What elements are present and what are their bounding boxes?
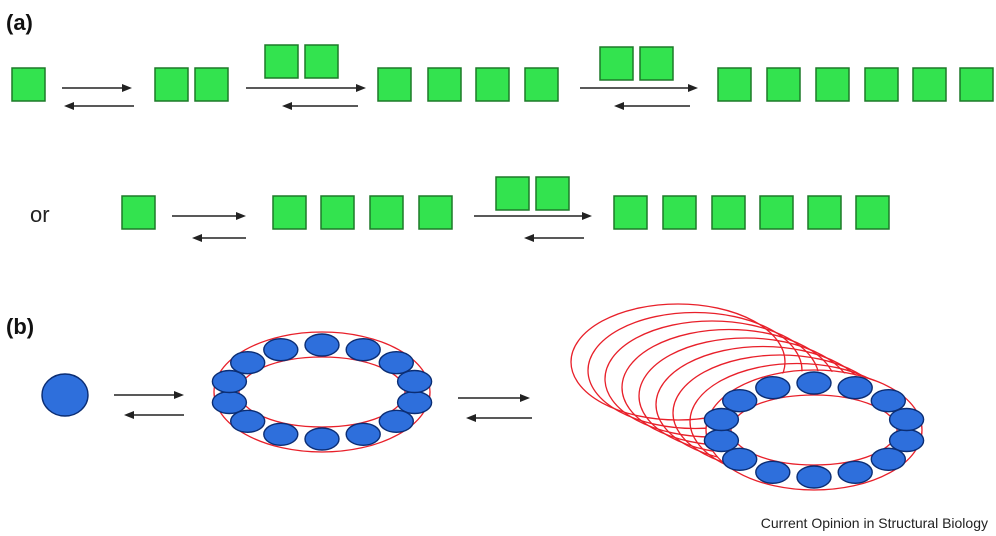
ring-bead bbox=[796, 465, 832, 489]
ring-bead bbox=[229, 351, 266, 375]
added-dimer-square bbox=[599, 46, 634, 81]
monomer-square bbox=[121, 195, 156, 230]
ring-bead bbox=[345, 338, 381, 362]
ring-bead bbox=[211, 390, 248, 415]
ring-bead bbox=[722, 389, 758, 413]
panel-a-label: (a) bbox=[6, 10, 33, 35]
tetramer-square bbox=[377, 67, 412, 102]
ring-bead bbox=[755, 460, 791, 484]
ring-bead bbox=[345, 422, 381, 446]
hexamer-square bbox=[613, 195, 648, 230]
hexamer-square bbox=[864, 67, 899, 102]
ring-bead bbox=[888, 428, 925, 453]
equilibrium-arrows bbox=[61, 83, 135, 111]
ring-bead bbox=[263, 422, 299, 446]
hexamer-square bbox=[815, 67, 850, 102]
hexamer-square bbox=[807, 195, 842, 230]
ring-bead bbox=[703, 407, 740, 432]
row-1 bbox=[11, 44, 994, 111]
hexamer-square bbox=[759, 195, 794, 230]
ring-bead bbox=[870, 389, 906, 413]
tetramer-square bbox=[418, 195, 453, 230]
ring-bead bbox=[703, 428, 740, 453]
equilibrium-arrows bbox=[172, 212, 246, 242]
tetramer-square bbox=[524, 67, 559, 102]
single-subunit bbox=[41, 373, 89, 417]
ring-bead bbox=[870, 447, 906, 471]
stacked-ring-outline bbox=[570, 303, 786, 421]
ring-bead bbox=[263, 338, 299, 362]
tetramer-square bbox=[272, 195, 307, 230]
panel-b-label: (b) bbox=[6, 314, 34, 339]
added-dimer-square bbox=[495, 176, 530, 211]
dimer-square bbox=[194, 67, 229, 102]
hexamer-square bbox=[711, 195, 746, 230]
added-dimer-square bbox=[304, 44, 339, 79]
ring-bead bbox=[722, 447, 758, 471]
stacked-rings bbox=[570, 303, 925, 491]
tetramer-square bbox=[369, 195, 404, 230]
ring-outline bbox=[213, 331, 431, 453]
hexamer-square bbox=[855, 195, 890, 230]
ring-inner-outline bbox=[238, 356, 406, 428]
equilibrium-arrows bbox=[246, 84, 366, 110]
ring-bead bbox=[378, 351, 414, 375]
hexamer-square bbox=[912, 67, 947, 102]
added-dimer-square bbox=[535, 176, 570, 211]
or-label: or bbox=[30, 202, 50, 227]
dimer-square bbox=[154, 67, 189, 102]
panel-b bbox=[41, 303, 925, 491]
monomer-square bbox=[11, 67, 46, 102]
ring-bead bbox=[837, 460, 873, 484]
ring-bead bbox=[837, 376, 873, 400]
equilibrium-arrows bbox=[580, 84, 698, 110]
equilibrium-arrows bbox=[114, 391, 184, 419]
ring-bead bbox=[304, 333, 340, 357]
ring-bead bbox=[796, 371, 832, 395]
tetramer-square bbox=[320, 195, 355, 230]
single-ring bbox=[211, 331, 433, 453]
ring-bead bbox=[211, 369, 248, 394]
ring-bead bbox=[229, 409, 266, 433]
hexamer-square bbox=[959, 67, 994, 102]
added-dimer-square bbox=[639, 46, 674, 81]
equilibrium-arrows bbox=[474, 212, 592, 242]
ring-bead bbox=[888, 407, 925, 432]
ring-bead bbox=[396, 390, 433, 415]
added-dimer-square bbox=[264, 44, 299, 79]
tetramer-square bbox=[427, 67, 462, 102]
tetramer-square bbox=[475, 67, 510, 102]
ring-bead bbox=[396, 369, 433, 394]
ring-bead bbox=[755, 376, 791, 400]
hexamer-square bbox=[717, 67, 752, 102]
hexamer-square bbox=[766, 67, 801, 102]
equilibrium-arrows bbox=[458, 394, 532, 422]
ring-bead bbox=[378, 409, 414, 433]
source-credit: Current Opinion in Structural Biology bbox=[761, 515, 988, 531]
ring-inner-outline bbox=[730, 394, 898, 466]
row-2 bbox=[121, 176, 890, 242]
ring-bead bbox=[304, 427, 340, 451]
front-ring-outline bbox=[705, 369, 923, 491]
hexamer-square bbox=[662, 195, 697, 230]
